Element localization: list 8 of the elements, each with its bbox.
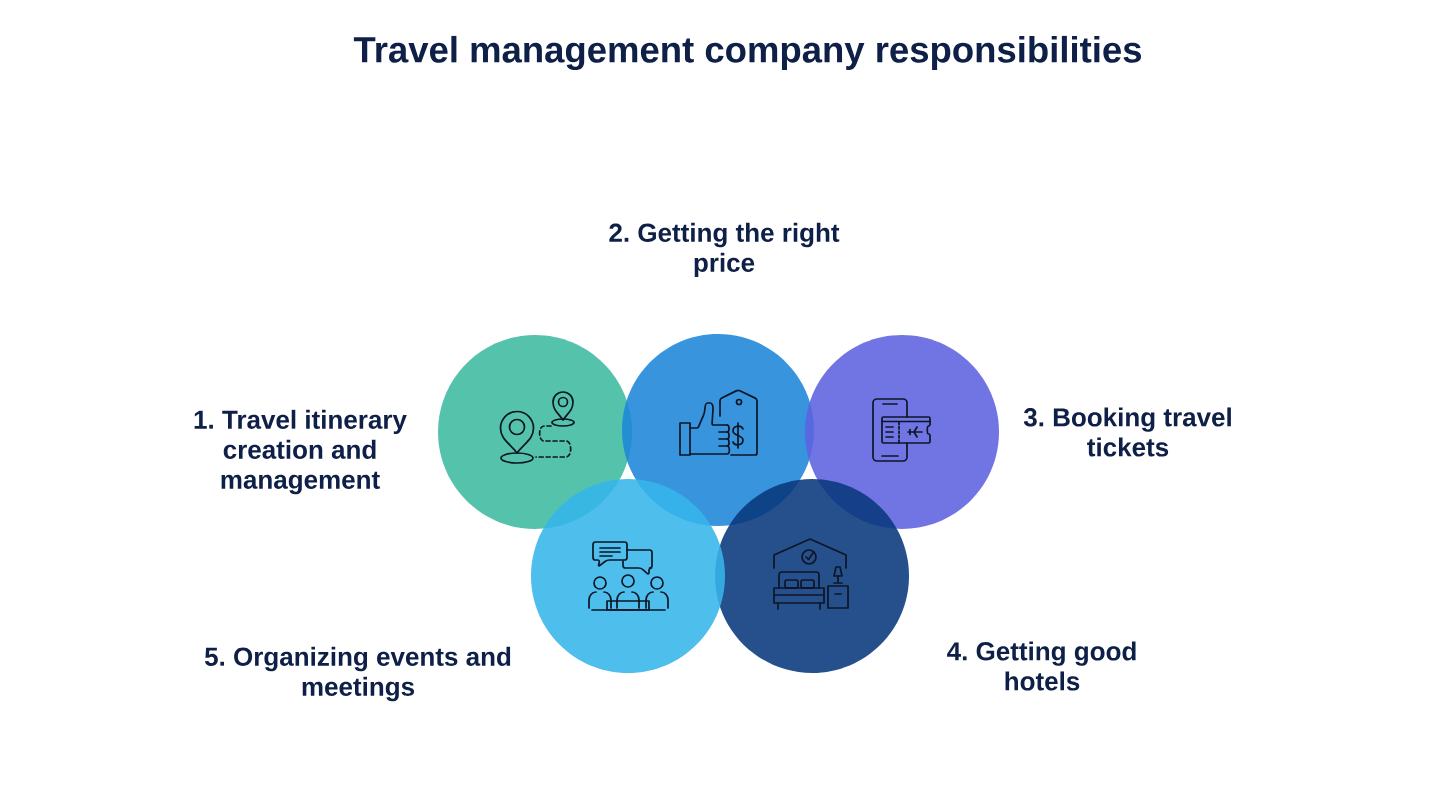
step-label: 5. Organizing events and meetings (204, 646, 511, 702)
step-label: 2. Getting the right price (609, 222, 840, 278)
circle (805, 335, 999, 529)
step-label: 3. Booking travel tickets (1023, 407, 1231, 457)
title: Travel management company responsibilities (353, 35, 1141, 71)
step-label: 1. Travel itinerary creation and management (194, 409, 407, 495)
step-label: 4. Getting good hotels (947, 641, 1136, 691)
circle (531, 479, 725, 673)
